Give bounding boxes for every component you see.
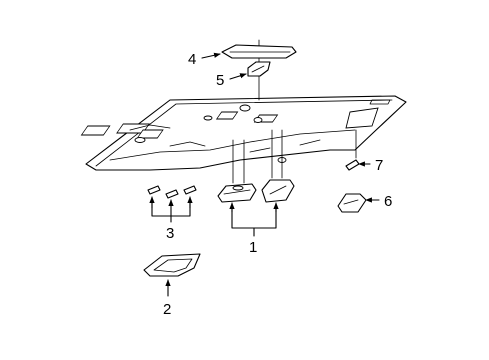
callout-1: 1	[249, 239, 257, 256]
headliner-panel	[80, 95, 407, 171]
callout-5: 5	[216, 72, 224, 89]
callout-4: 4	[188, 51, 196, 68]
bulbs	[147, 185, 197, 199]
callout-arrows	[149, 52, 380, 297]
callout-7: 7	[375, 157, 383, 174]
small-lamp	[247, 61, 271, 77]
dome-lamp-left	[217, 183, 257, 203]
callout-2: 2	[163, 301, 171, 318]
console-bar	[221, 44, 297, 59]
cargo-lamp	[337, 193, 367, 213]
lens-cover	[143, 253, 201, 277]
callout-labels: 1 2 3 4 5 6 7	[163, 51, 392, 318]
dome-lamp-right	[261, 179, 295, 203]
callout-3: 3	[166, 225, 174, 242]
bulb-seven	[345, 159, 360, 171]
callout-6: 6	[384, 193, 392, 210]
